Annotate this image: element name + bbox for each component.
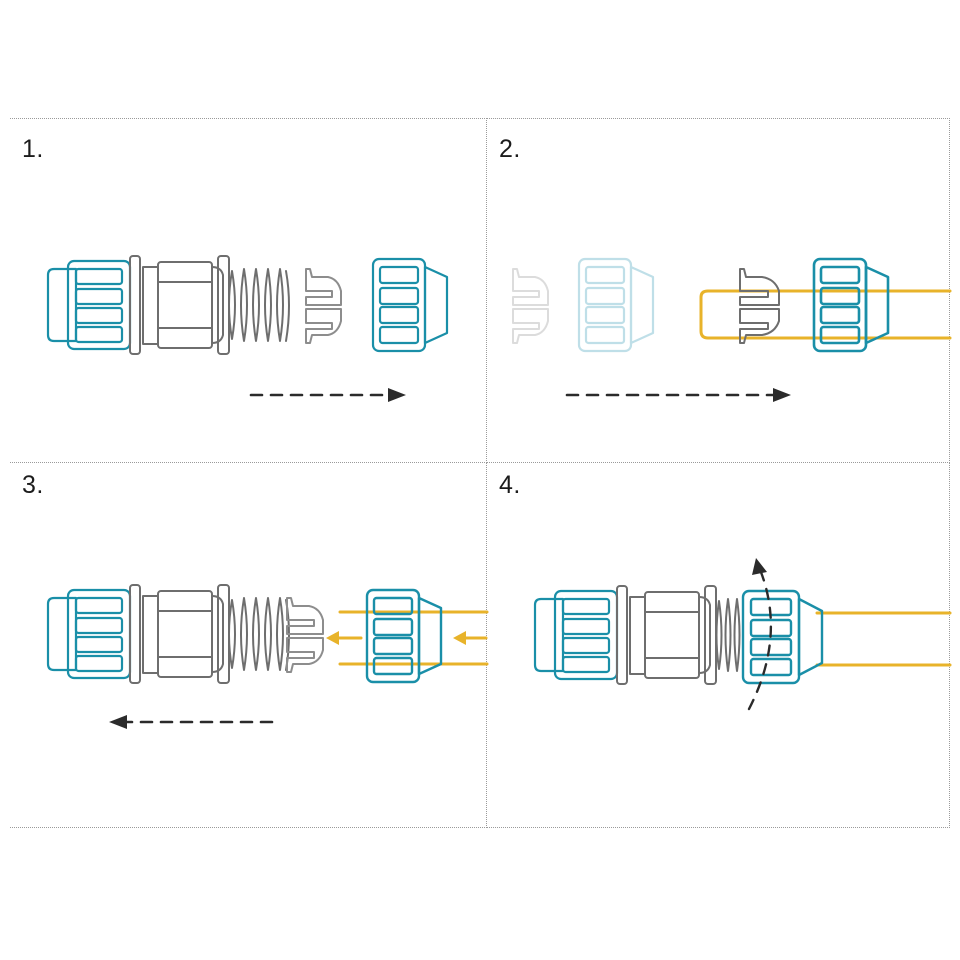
connector-body-part [616, 585, 717, 685]
gland-nut-part [533, 589, 619, 681]
panel-step-1: 1. [10, 118, 487, 463]
panel-step-3: 3. [10, 463, 489, 828]
cap-nut-part [371, 257, 449, 353]
arrow-head-left-2 [453, 631, 466, 645]
step-number-4: 4. [499, 471, 521, 499]
rotation-arrow [747, 565, 772, 711]
step-number-3: 3. [22, 471, 44, 499]
threaded-bellows-part [228, 268, 290, 342]
arrow-head-left-1 [326, 631, 339, 645]
cable-clamp-insert-part [305, 268, 342, 344]
arrow-head-rotate [752, 558, 767, 575]
panel-2-artwork [487, 119, 952, 462]
connector-body-part [129, 584, 230, 684]
cable-clamp-insert-part [739, 268, 780, 344]
step-number-2: 2. [499, 135, 521, 163]
gland-nut-part [46, 259, 132, 351]
arrow-head-right [388, 388, 406, 402]
cap-nut-part [812, 257, 890, 353]
connector-body-part [129, 255, 230, 355]
compressed-bellows-part [715, 598, 741, 672]
panel-step-2: 2. [487, 118, 952, 463]
panel-3-artwork [10, 463, 489, 827]
ghost-cap-nut [577, 257, 655, 353]
cable-part [815, 611, 952, 667]
ghost-cable-clamp-insert [512, 268, 549, 344]
cable-clamp-insert-part [286, 597, 324, 673]
arrow-head-right [773, 388, 791, 402]
step-number-1: 1. [22, 135, 44, 163]
panel-grid: 1. [10, 118, 952, 828]
gland-nut-part [46, 588, 132, 680]
threaded-bellows-part [228, 597, 290, 671]
cable-part [699, 289, 952, 340]
panel-4-artwork [487, 463, 952, 827]
arrow-head-left [109, 715, 127, 729]
cable-part [338, 610, 489, 666]
cap-nut-part [365, 588, 443, 684]
panel-1-artwork [10, 119, 486, 462]
panel-step-4: 4. [487, 463, 952, 828]
cap-nut-part [741, 589, 824, 685]
